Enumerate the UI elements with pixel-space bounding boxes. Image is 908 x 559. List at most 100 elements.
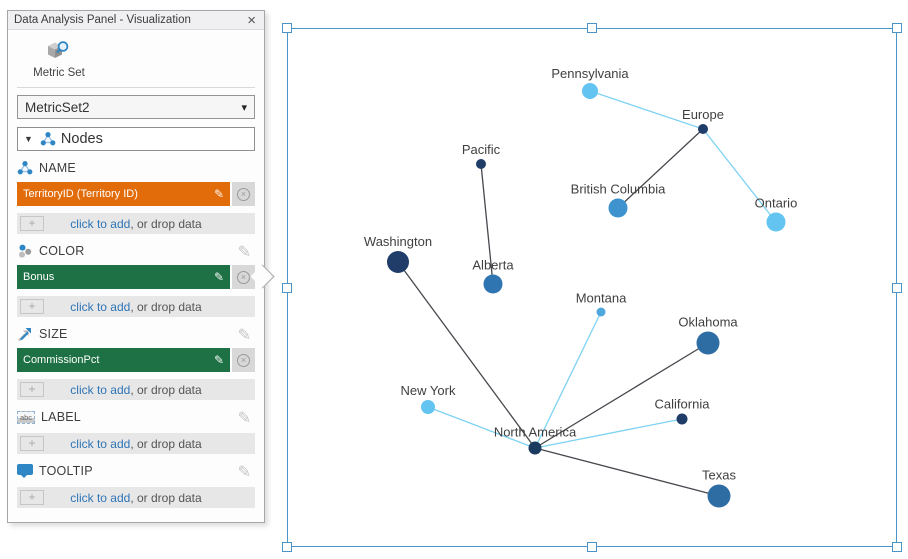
node-british-columbia[interactable] xyxy=(608,198,628,218)
edge-washington-north-america xyxy=(397,261,536,449)
remove-chip-button[interactable]: × xyxy=(232,182,255,206)
node-washington[interactable] xyxy=(387,251,409,273)
selection-handle-bottom-left[interactable] xyxy=(282,542,292,552)
field-label-name: NAME xyxy=(39,161,76,175)
node-europe[interactable] xyxy=(698,124,708,134)
plus-icon[interactable]: + xyxy=(20,436,44,451)
plus-icon[interactable]: + xyxy=(20,216,44,231)
field-label-size: SIZE xyxy=(39,327,68,341)
remove-chip-button[interactable]: × xyxy=(232,348,255,372)
click-to-add-link[interactable]: click to add xyxy=(70,382,131,397)
chip-bonus[interactable]: Bonus ✎ xyxy=(17,265,230,289)
click-to-add-link[interactable]: click to add xyxy=(70,490,131,505)
drop-data-text: , or drop data xyxy=(130,216,202,231)
field-label-color: COLOR xyxy=(39,244,85,258)
metric-set-dropdown-value: MetricSet2 xyxy=(25,99,90,115)
node-label-california: California xyxy=(655,397,711,412)
node-pennsylvania[interactable] xyxy=(582,83,598,99)
data-analysis-panel: Data Analysis Panel - Visualization × Me… xyxy=(7,10,265,523)
chip-commissionpct[interactable]: CommissionPct ✎ xyxy=(17,348,230,372)
edge-new-york-north-america xyxy=(427,406,536,449)
selection-handle-bottom-right[interactable] xyxy=(892,542,902,552)
field-size: SIZE ✎ CommissionPct ✎ × + click to add,… xyxy=(17,325,255,400)
nodes-section-header[interactable]: ▼ Nodes xyxy=(17,127,255,151)
remove-chip-button[interactable]: × xyxy=(232,265,255,289)
click-to-add-link[interactable]: click to add xyxy=(70,299,131,314)
edge-oklahoma-north-america xyxy=(534,342,709,449)
selection-handle-bottom-middle[interactable] xyxy=(587,542,597,552)
chip-label: CommissionPct xyxy=(23,354,100,366)
chip-label: TerritoryID (Territory ID) xyxy=(23,188,138,200)
node-oklahoma[interactable] xyxy=(696,331,720,355)
metric-set-dropdown[interactable]: MetricSet2 ▾ xyxy=(17,95,255,119)
node-label-alberta: Alberta xyxy=(472,258,514,273)
edit-pencil-icon[interactable]: ✎ xyxy=(237,464,251,481)
panel-title: Data Analysis Panel - Visualization xyxy=(14,14,191,26)
edge-montana-north-america xyxy=(534,311,602,449)
node-montana[interactable] xyxy=(596,307,606,317)
edge-pacific-alberta xyxy=(480,163,494,285)
pencil-icon[interactable]: ✎ xyxy=(213,270,224,284)
remove-x-icon: × xyxy=(237,187,250,201)
network-icon xyxy=(40,132,56,146)
edit-pencil-icon[interactable]: ✎ xyxy=(237,244,251,261)
node-label-washington: Washington xyxy=(364,234,432,249)
plus-icon[interactable]: + xyxy=(20,490,44,505)
drop-data-text: , or drop data xyxy=(130,299,202,314)
add-data-row-tooltip[interactable]: + click to add, or drop data xyxy=(17,487,255,508)
plus-icon[interactable]: + xyxy=(20,382,44,397)
edge-california-north-america xyxy=(534,418,683,449)
add-data-row-name[interactable]: + click to add, or drop data xyxy=(17,213,255,234)
add-data-row-color[interactable]: + click to add, or drop data xyxy=(17,296,255,317)
field-tooltip: TOOLTIP ✎ + click to add, or drop data xyxy=(17,462,255,508)
plus-icon[interactable]: + xyxy=(20,299,44,314)
node-label-europe: Europe xyxy=(682,107,724,122)
node-label-ontario: Ontario xyxy=(755,196,798,211)
selection-handle-middle-right[interactable] xyxy=(892,283,902,293)
selection-handle-middle-left[interactable] xyxy=(282,283,292,293)
node-ontario[interactable] xyxy=(766,212,786,232)
nodes-section-label: Nodes xyxy=(60,131,103,147)
selection-handle-top-left[interactable] xyxy=(282,23,292,33)
chip-territoryid[interactable]: TerritoryID (Territory ID) ✎ xyxy=(17,182,230,206)
add-data-row-size[interactable]: + click to add, or drop data xyxy=(17,379,255,400)
collapse-triangle-icon[interactable]: ▼ xyxy=(24,134,33,144)
node-new-york[interactable] xyxy=(421,400,435,414)
node-alberta[interactable] xyxy=(483,274,503,294)
node-label-pennsylvania: Pennsylvania xyxy=(551,66,629,81)
drop-data-text: , or drop data xyxy=(130,436,202,451)
field-color: COLOR ✎ Bonus ✎ × + click to add, or dro… xyxy=(17,242,255,317)
node-north-america[interactable] xyxy=(528,441,542,455)
selection-handle-top-middle[interactable] xyxy=(587,23,597,33)
remove-x-icon: × xyxy=(237,270,250,284)
size-arrow-icon xyxy=(18,328,31,342)
add-data-row-label[interactable]: + click to add, or drop data xyxy=(17,433,255,454)
node-texas[interactable] xyxy=(707,484,731,508)
field-label-label: LABEL xyxy=(41,410,81,424)
tooltip-bubble-icon xyxy=(17,464,33,478)
node-label-montana: Montana xyxy=(576,291,627,306)
panel-header[interactable]: Data Analysis Panel - Visualization × xyxy=(8,11,264,30)
edit-pencil-icon[interactable]: ✎ xyxy=(237,327,251,344)
pencil-icon[interactable]: ✎ xyxy=(213,353,224,367)
click-to-add-link[interactable]: click to add xyxy=(70,216,131,231)
edge-texas-north-america xyxy=(534,447,720,497)
metric-set-button[interactable]: Metric Set xyxy=(29,39,89,79)
label-abc-icon: abc xyxy=(17,410,35,424)
node-label-british-columbia: British Columbia xyxy=(571,182,666,197)
close-icon[interactable]: × xyxy=(247,11,256,29)
node-pacific[interactable] xyxy=(476,159,486,169)
selection-handle-top-right[interactable] xyxy=(892,23,902,33)
drop-data-text: , or drop data xyxy=(130,490,202,505)
click-to-add-link[interactable]: click to add xyxy=(70,436,131,451)
edge-europe-british-columbia xyxy=(617,128,704,209)
node-california[interactable] xyxy=(676,413,688,425)
node-label-new-york: New York xyxy=(401,383,456,398)
chip-label: Bonus xyxy=(23,271,55,283)
color-dots-icon xyxy=(19,244,32,258)
pencil-icon[interactable]: ✎ xyxy=(213,187,224,201)
edge-pennsylvania-europe xyxy=(589,90,704,130)
edit-pencil-icon[interactable]: ✎ xyxy=(237,410,251,427)
